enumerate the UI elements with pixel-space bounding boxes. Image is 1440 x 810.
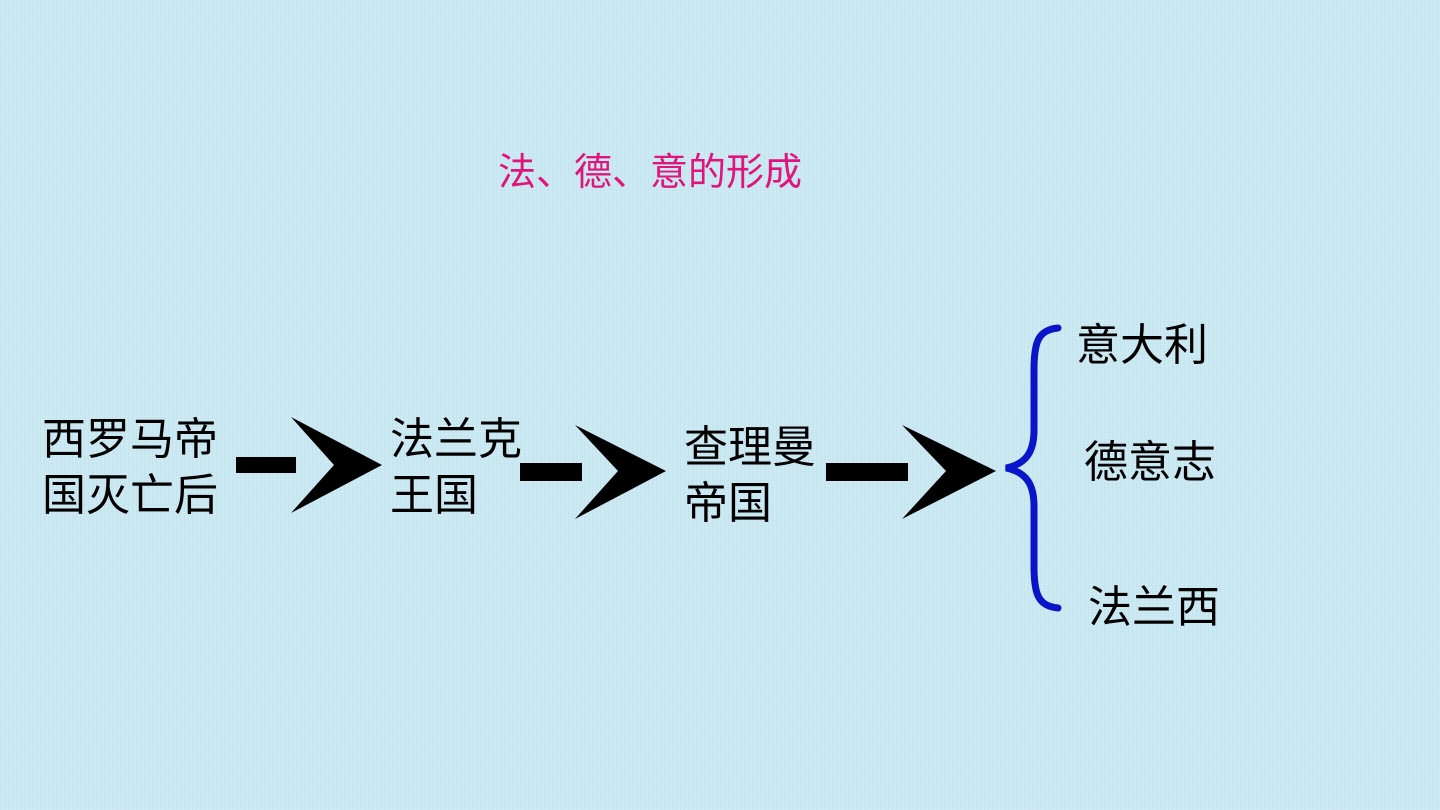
arrow-head (902, 425, 996, 519)
node-western-rome-line2: 国灭亡后 (42, 470, 218, 521)
node-western-rome-fall: 西罗马帝 国灭亡后 (42, 412, 218, 524)
node-charlemagne-line1: 查理曼 (684, 422, 816, 473)
brace-path (1005, 324, 1062, 612)
arrow-icon (520, 425, 666, 519)
node-frankish-line2: 王国 (390, 470, 478, 521)
node-frankish-kingdom: 法兰克 王国 (390, 412, 522, 524)
node-charlemagne-line2: 帝国 (684, 478, 772, 529)
branch-italy: 意大利 (1076, 320, 1208, 371)
arrow-shaft (236, 457, 296, 473)
arrow-icon (236, 417, 382, 513)
arrow-head (575, 425, 666, 519)
branch-france: 法兰西 (1088, 582, 1220, 633)
node-western-rome-line1: 西罗马帝 (42, 414, 218, 465)
branch-germany: 德意志 (1084, 437, 1216, 488)
arrow-shaft (826, 463, 908, 481)
left-curly-brace-icon (1005, 324, 1062, 612)
node-frankish-line1: 法兰克 (390, 414, 522, 465)
arrow-icon (826, 425, 996, 519)
arrow-shaft (520, 463, 582, 481)
node-charlemagne-empire: 查理曼 帝国 (684, 420, 816, 532)
slide-title: 法、德、意的形成 (498, 150, 803, 194)
arrow-head (291, 417, 382, 513)
